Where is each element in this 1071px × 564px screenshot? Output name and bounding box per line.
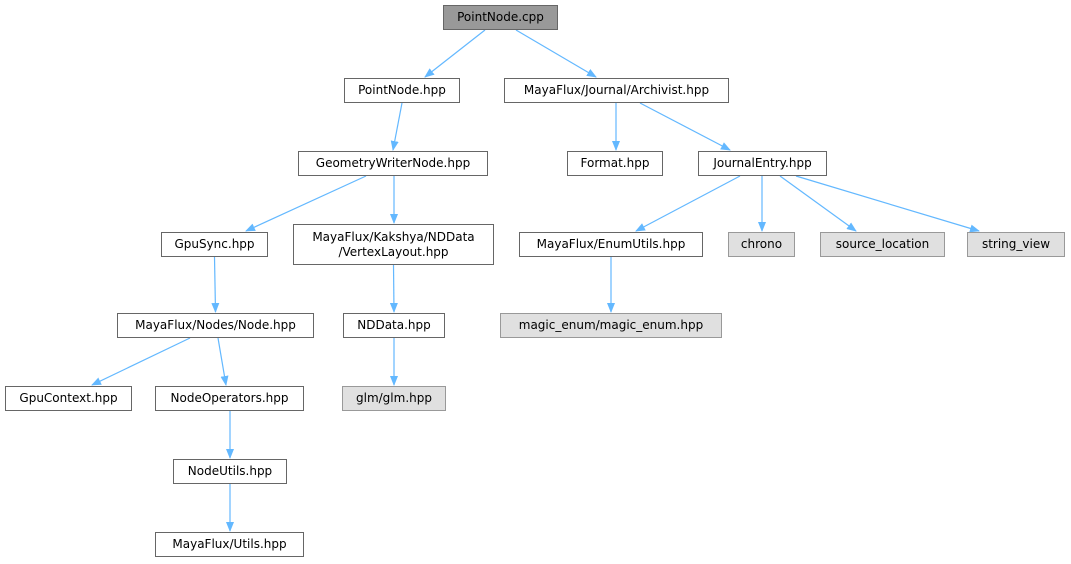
node-journalentry-hpp[interactable]: JournalEntry.hpp — [698, 151, 827, 176]
edge-journalentry_hpp-to-string_view — [795, 175, 980, 233]
edge-gpusync_hpp-to-node_hpp — [211, 256, 220, 313]
node-node-hpp[interactable]: MayaFlux/Nodes/Node.hpp — [117, 313, 314, 338]
edge-archivist_hpp-to-journalentry_hpp — [639, 102, 731, 151]
node-string-view: string_view — [967, 232, 1065, 257]
node-nodeoperators-hpp[interactable]: NodeOperators.hpp — [155, 386, 304, 411]
node-pointnode-cpp[interactable]: PointNode.cpp — [443, 5, 558, 30]
node-vertexlayout-hpp[interactable]: MayaFlux/Kakshya/NDData /VertexLayout.hp… — [293, 224, 494, 265]
node-chrono: chrono — [728, 232, 795, 257]
edge-vertexlayout_hpp-to-nddata_hpp — [389, 264, 398, 313]
node-nodeutils-hpp[interactable]: NodeUtils.hpp — [173, 459, 287, 484]
node-archivist-hpp[interactable]: MayaFlux/Journal/Archivist.hpp — [504, 78, 729, 103]
node-source-location: source_location — [820, 232, 945, 257]
edge-geometrywriternode_hpp-to-gpusync_hpp — [245, 175, 367, 232]
edge-pointnode_hpp-to-geometrywriternode_hpp — [390, 102, 403, 151]
node-pointnode-hpp[interactable]: PointNode.hpp — [344, 78, 460, 103]
edge-journalentry_hpp-to-enumutils_hpp — [635, 175, 741, 232]
node-enumutils-hpp[interactable]: MayaFlux/EnumUtils.hpp — [519, 232, 703, 257]
edge-node_hpp-to-gpucontext_hpp — [91, 337, 191, 386]
node-gpucontext-hpp[interactable]: GpuContext.hpp — [5, 386, 132, 411]
edge-pointnode_cpp-to-pointnode_hpp — [424, 29, 486, 78]
edge-pointnode_cpp-to-archivist_hpp — [515, 29, 597, 78]
node-format-hpp[interactable]: Format.hpp — [567, 151, 663, 176]
node-geometrywriternode-hpp[interactable]: GeometryWriterNode.hpp — [298, 151, 488, 176]
node-magic-enum-hpp: magic_enum/magic_enum.hpp — [500, 313, 722, 338]
node-gpusync-hpp[interactable]: GpuSync.hpp — [161, 232, 268, 257]
node-nddata-hpp[interactable]: NDData.hpp — [343, 313, 445, 338]
node-glm-hpp: glm/glm.hpp — [342, 386, 446, 411]
edge-journalentry_hpp-to-source_location — [779, 175, 857, 232]
node-utils-hpp[interactable]: MayaFlux/Utils.hpp — [155, 532, 304, 557]
edge-node_hpp-to-nodeoperators_hpp — [217, 337, 229, 386]
